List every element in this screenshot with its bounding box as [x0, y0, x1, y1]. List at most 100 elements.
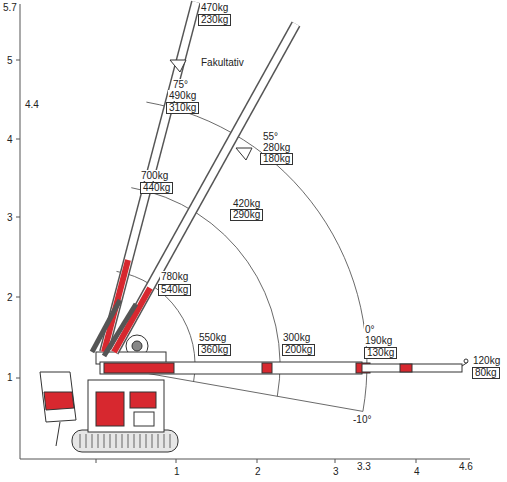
crawler-track-part-part	[164, 434, 165, 448]
load-value: 300kg	[282, 332, 311, 343]
axis-value: 1	[173, 466, 181, 477]
outrigger	[40, 372, 76, 446]
crawler-track-part-part	[98, 434, 99, 448]
boxed-load-value: 310kg	[166, 102, 199, 114]
boom-0	[100, 359, 468, 374]
axis-value: 2	[254, 466, 262, 477]
boom-75	[92, 2, 196, 352]
crawler-track-part-part	[128, 434, 129, 448]
load-value-text: 130kg	[367, 347, 394, 358]
boom-55-part	[104, 304, 136, 356]
axis-value: 3	[332, 466, 340, 477]
axis-part	[257, 459, 258, 463]
load-value-text: 80kg	[475, 367, 497, 378]
reach-arc	[100, 102, 367, 411]
boxed-load-value: 230kg	[198, 14, 231, 26]
hook-part	[236, 148, 252, 160]
crawler-track-part-part	[104, 434, 105, 448]
load-value: 120kg	[472, 355, 501, 366]
crawler-track-part-part	[140, 434, 141, 448]
axis-value: 1	[6, 372, 14, 383]
load-value: 700kg	[140, 170, 169, 181]
hook-part	[170, 60, 186, 72]
outrigger-part	[44, 392, 74, 410]
axis-value: 5.7	[2, 2, 18, 13]
crane-body-part	[134, 412, 154, 426]
axis-value: 4.4	[24, 99, 40, 110]
axis	[16, 4, 470, 463]
axis-part	[16, 378, 20, 379]
crane-body-part	[132, 341, 142, 351]
axis-part	[16, 217, 20, 218]
boom-55-part	[114, 24, 296, 352]
crawler-track-part-part	[134, 434, 135, 448]
crawler-track-part	[72, 430, 178, 452]
boxed-load-value: 360kg	[198, 344, 231, 356]
crawler-track-part-part	[146, 434, 147, 448]
load-value-text: 540kg	[161, 284, 188, 295]
boom-55-part	[114, 24, 296, 352]
boxed-load-value: 130kg	[364, 347, 397, 359]
load-value-text: 200kg	[285, 344, 312, 355]
boom-55	[104, 24, 296, 356]
note-label: Fakultativ	[200, 57, 245, 68]
boom-0-part	[100, 362, 362, 374]
crawler-track-part-part	[92, 434, 93, 448]
axis-value: 5	[6, 55, 14, 66]
boxed-load-value: 200kg	[282, 344, 315, 356]
load-value-text: 230kg	[201, 14, 228, 25]
axis-part	[416, 459, 417, 463]
axis-value: 3.3	[356, 461, 372, 472]
load-value: 470kg	[200, 2, 229, 13]
crawler-track-part-part	[170, 434, 171, 448]
hook	[170, 60, 252, 160]
angle-label: 0°	[364, 324, 376, 335]
axis-part	[16, 60, 20, 61]
boom-0-part	[464, 359, 468, 363]
axis-value: 4	[6, 134, 14, 145]
boom-55-part	[114, 288, 150, 352]
axis-part	[20, 459, 470, 460]
load-value: 420kg	[232, 198, 261, 209]
crawler-track-part-part	[116, 434, 117, 448]
crane-body-part	[96, 392, 124, 426]
crawler-track-part-part	[122, 434, 123, 448]
load-value: 190kg	[364, 335, 393, 346]
load-value: 490kg	[168, 90, 197, 101]
axis-part	[176, 459, 177, 463]
crawler-track-part-part	[158, 434, 159, 448]
load-value-text: 180kg	[263, 153, 290, 164]
angle-label: -10°	[352, 414, 372, 425]
crawler-track-part-part	[110, 434, 111, 448]
crane-body-part	[130, 392, 156, 408]
crawler-track-part-part	[80, 434, 81, 448]
axis-value: 2	[6, 292, 14, 303]
boom-0-part	[262, 363, 272, 373]
axis-part	[16, 297, 20, 298]
boxed-load-value: 80kg	[472, 367, 500, 379]
crawler-track	[72, 430, 178, 452]
axis-value: 3	[6, 212, 14, 223]
axis-part	[96, 459, 97, 463]
crawler-track-part-part	[86, 434, 87, 448]
boom-0-part	[104, 363, 174, 373]
load-value: 550kg	[198, 332, 227, 343]
angle-label: 55°	[262, 131, 279, 142]
axis-value: 4	[413, 466, 421, 477]
outrigger-part	[56, 422, 60, 446]
load-value-text: 290kg	[233, 209, 260, 220]
axis-part	[16, 139, 20, 140]
load-value: 280kg	[262, 142, 291, 153]
load-value-text: 440kg	[143, 182, 170, 193]
outrigger-part	[40, 372, 76, 422]
boom-0-part	[362, 364, 462, 372]
boxed-load-value: 540kg	[158, 284, 191, 296]
axis-part	[335, 459, 336, 463]
boxed-load-value: 290kg	[230, 209, 263, 221]
axis-value: 4.6	[458, 461, 474, 472]
angle-label: 75°	[172, 79, 189, 90]
axis-part	[20, 4, 21, 459]
boxed-load-value: 180kg	[260, 153, 293, 165]
boxed-load-value: 440kg	[140, 182, 173, 194]
